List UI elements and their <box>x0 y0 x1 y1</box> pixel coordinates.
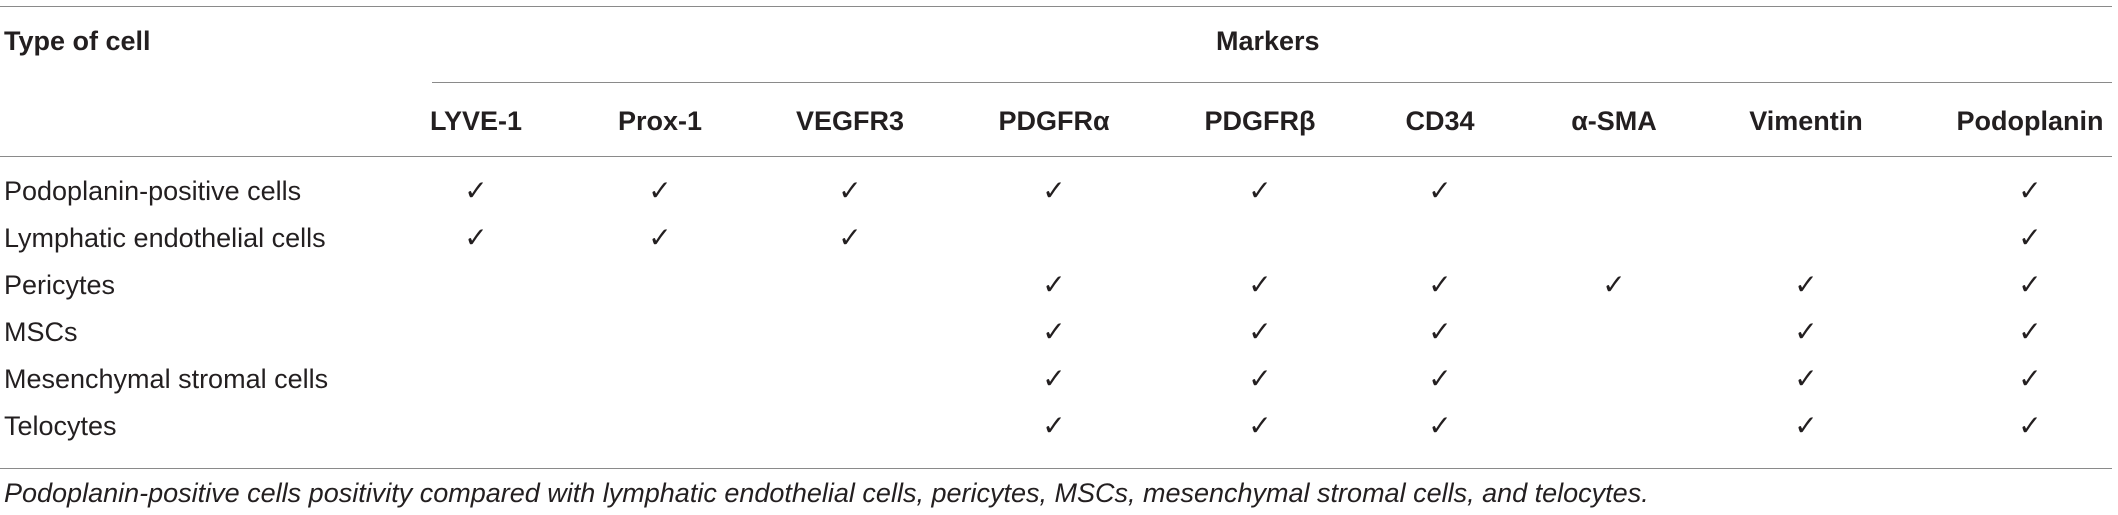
column-header: CD34 <box>1405 106 1475 136</box>
checkmark-icon: ✓ <box>1248 409 1272 442</box>
checkmark-icon: ✓ <box>1794 268 1818 301</box>
checkmark-icon: ✓ <box>1428 315 1452 348</box>
checkmark-icon: ✓ <box>1428 362 1452 395</box>
row-label: MSCs <box>4 317 78 347</box>
checkmark-icon: ✓ <box>2018 174 2042 207</box>
checkmark-icon: ✓ <box>1248 268 1272 301</box>
checkmark-icon: ✓ <box>1794 315 1818 348</box>
row-label: Mesenchymal stromal cells <box>4 364 329 394</box>
header-rule <box>0 156 2112 157</box>
row-label: Lymphatic endothelial cells <box>4 223 326 253</box>
checkmark-icon: ✓ <box>2018 409 2042 442</box>
checkmark-icon: ✓ <box>1042 174 1066 207</box>
column-header: VEGFR3 <box>795 106 905 136</box>
checkmark-icon: ✓ <box>1248 362 1272 395</box>
row-label: Podoplanin-positive cells <box>4 176 302 206</box>
checkmark-icon: ✓ <box>2018 221 2042 254</box>
column-header: Vimentin <box>1749 106 1863 136</box>
top-rule <box>0 6 2112 7</box>
checkmark-icon: ✓ <box>838 174 862 207</box>
column-header: PDGFRα <box>998 106 1110 136</box>
checkmark-icon: ✓ <box>1428 174 1452 207</box>
checkmark-icon: ✓ <box>1248 174 1272 207</box>
markers-rule <box>432 82 2112 83</box>
table-footnote: Podoplanin-positive cells positivity com… <box>4 478 1649 508</box>
column-header: PDGFRβ <box>1204 106 1316 136</box>
markers-header: Markers <box>1216 26 1320 56</box>
column-header: Prox-1 <box>617 106 703 136</box>
checkmark-icon: ✓ <box>1042 362 1066 395</box>
checkmark-icon: ✓ <box>1042 409 1066 442</box>
checkmark-icon: ✓ <box>1602 268 1626 301</box>
row-label: Telocytes <box>4 411 117 441</box>
column-header: Podoplanin <box>1956 106 2104 136</box>
checkmark-icon: ✓ <box>2018 362 2042 395</box>
checkmark-icon: ✓ <box>464 221 488 254</box>
bottom-rule <box>0 468 2112 469</box>
type-of-cell-header: Type of cell <box>4 26 151 56</box>
checkmark-icon: ✓ <box>648 221 672 254</box>
checkmark-icon: ✓ <box>648 174 672 207</box>
column-header: α-SMA <box>1571 106 1657 136</box>
checkmark-icon: ✓ <box>2018 268 2042 301</box>
checkmark-icon: ✓ <box>1248 315 1272 348</box>
checkmark-icon: ✓ <box>464 174 488 207</box>
checkmark-icon: ✓ <box>1042 315 1066 348</box>
row-label: Pericytes <box>4 270 116 300</box>
checkmark-icon: ✓ <box>838 221 862 254</box>
checkmark-icon: ✓ <box>1428 409 1452 442</box>
checkmark-icon: ✓ <box>2018 315 2042 348</box>
checkmark-icon: ✓ <box>1794 409 1818 442</box>
column-header: LYVE-1 <box>429 106 523 136</box>
checkmark-icon: ✓ <box>1428 268 1452 301</box>
checkmark-icon: ✓ <box>1042 268 1066 301</box>
checkmark-icon: ✓ <box>1794 362 1818 395</box>
